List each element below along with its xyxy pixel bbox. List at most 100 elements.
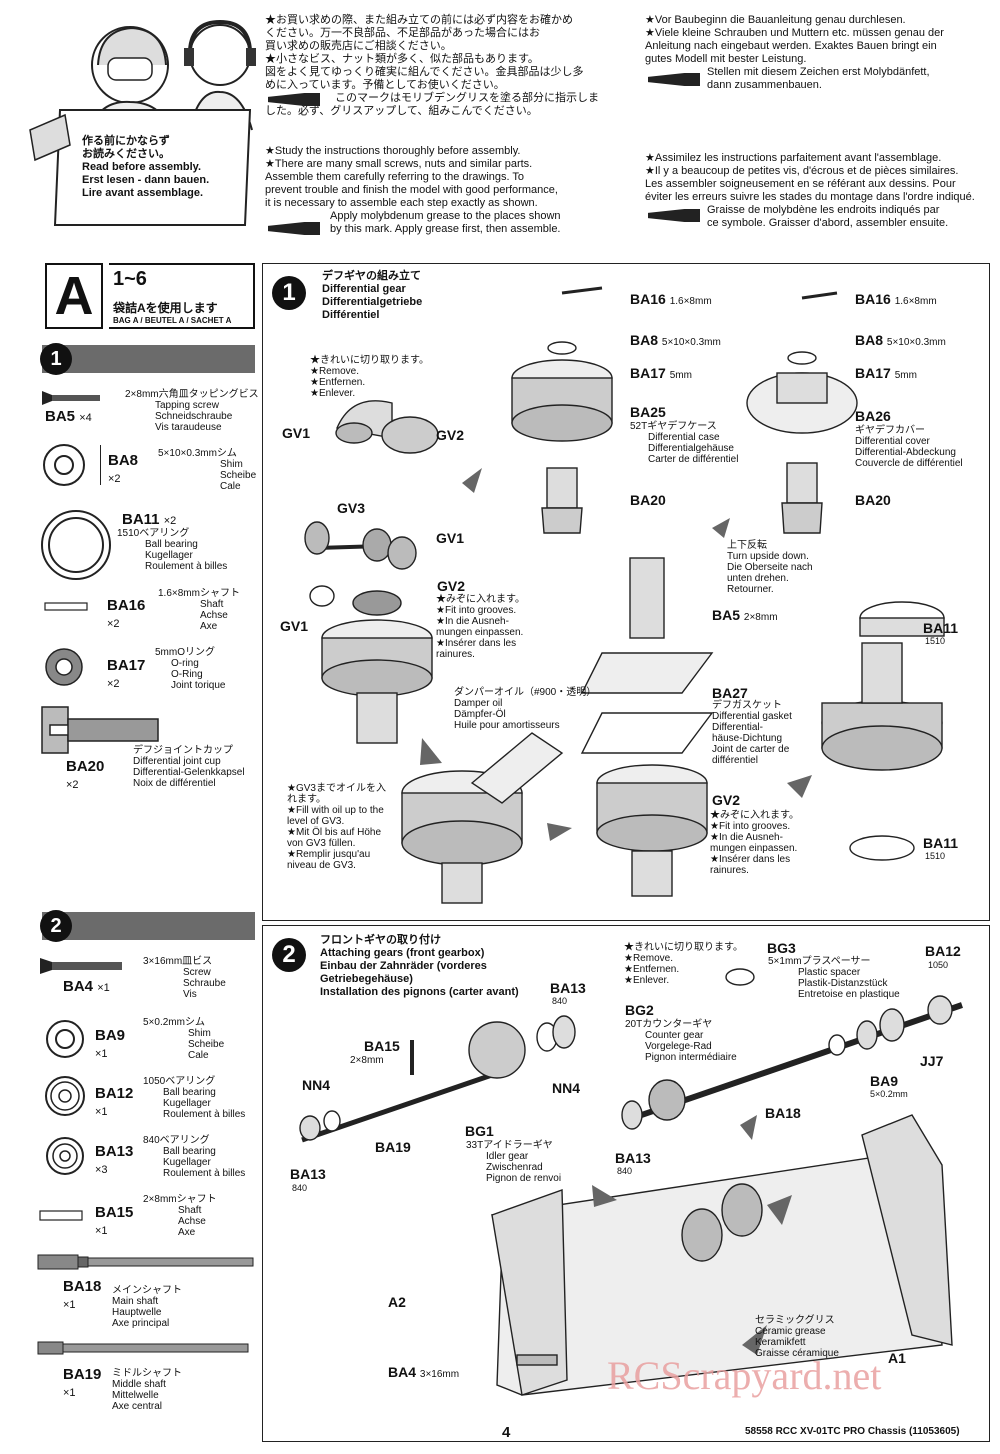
sign-line: Erst lesen - dann bauen.: [82, 174, 210, 186]
note-line: mungen einpassen.: [436, 627, 524, 638]
part-desc-ba9: 5×0.2mmシム Shim Scheibe Cale: [143, 1017, 224, 1061]
label-ba8a: BA8 5×10×0.3mm: [630, 332, 721, 351]
sidebar1-step-num: 1: [40, 343, 72, 375]
note-line: ★きれいに切り取ります。: [310, 355, 429, 366]
desc-line: Zwischenrad: [486, 1162, 543, 1173]
en-notes: ★Study the instructions thoroughly befor…: [265, 145, 615, 236]
note-line: ★In die Ausneh-: [436, 616, 509, 627]
part-desc-line: 5×10×0.3mmシム: [158, 448, 237, 459]
jp-note-line: ★お買い求めの際、また組み立ての前には必ず内容をお確かめ: [265, 14, 573, 26]
step2-title-line: Installation des pignons (carter avant): [320, 986, 519, 998]
part-code: BA13: [95, 1143, 134, 1160]
part-desc-line: Joint torique: [171, 680, 226, 691]
ba13b-size: 840: [292, 1183, 308, 1193]
de-note-line: dann zusammenbauen.: [707, 79, 822, 91]
part-desc-line: Scheibe: [220, 470, 257, 481]
part-desc-line: Scheibe: [188, 1039, 225, 1050]
part-desc-line: Ball bearing: [163, 1087, 216, 1098]
label-ba16b: BA16 1.6×8mm: [855, 291, 937, 310]
step2-title-line: フロントギヤの取り付け: [320, 934, 441, 946]
part-desc-line: Shaft: [178, 1205, 202, 1216]
sign-line: Read before assembly.: [82, 161, 202, 173]
main-shaft-icon: [37, 1254, 254, 1270]
desc-line: 52Tギヤデフケース: [630, 421, 717, 432]
desc-line: Vorgelege-Rad: [645, 1041, 712, 1052]
part-size: 5×10×0.3mm: [886, 337, 946, 348]
grease-mark-icon: [268, 222, 320, 235]
part-qty: ×2: [108, 473, 121, 485]
ba12-size: 1050: [928, 960, 949, 970]
ba11a-size: 1510: [925, 636, 946, 646]
part-desc-line: Ball bearing: [145, 539, 198, 550]
note-line: Ceramic grease: [755, 1326, 826, 1337]
tapping-screw-icon: [42, 391, 100, 405]
part-desc-line: Shim: [220, 459, 243, 470]
label-ba11a: BA11: [923, 620, 959, 636]
part-desc-line: Achse: [200, 610, 228, 621]
part-desc-line: Vis taraudeuse: [155, 422, 222, 433]
label-ba25: BA25: [630, 404, 666, 420]
part-desc-line: 1050ベアリング: [143, 1076, 216, 1087]
sidebar1-header: 1: [40, 343, 255, 375]
label-nn4a: NN4: [302, 1077, 331, 1093]
part-desc-ba17: 5mmOリング O-ring O-Ring Joint torique: [155, 647, 225, 691]
part-desc-line: 5×0.2mmシム: [143, 1017, 205, 1028]
note-line: ★In die Ausneh-: [710, 832, 783, 843]
ba15-size: 2×8mm: [350, 1055, 384, 1066]
shaft-icon: [39, 1210, 83, 1221]
desc-line: Carter de différentiel: [648, 454, 739, 465]
part-ba5: BA5 ×4: [45, 408, 92, 425]
part-ba15: BA15×1: [95, 1204, 133, 1238]
part-code: BA8: [855, 332, 884, 348]
part-code: BA17: [630, 365, 666, 381]
desc-line: Differential-Abdeckung: [855, 447, 956, 458]
part-desc-line: デフジョイントカップ: [133, 745, 233, 756]
note-line: ★Entfernen.: [310, 377, 366, 388]
label-bg2: BG2: [625, 1002, 654, 1018]
bag-label-jp: 袋詰Aを使用します: [113, 301, 218, 315]
note-line: ★Enlever.: [624, 975, 670, 986]
mechanics-illustration: [29, 19, 256, 226]
desc-line: Pignon de renvoi: [486, 1173, 562, 1184]
fr-note-line: Graisse de molybdène les endroits indiqu…: [707, 204, 940, 216]
part-desc-line: 2×8mmシャフト: [143, 1194, 217, 1205]
desc-line: häuse-Dichtung: [712, 733, 783, 744]
part-code: BA4: [63, 978, 94, 995]
jp-note-line: した。必ず、グリスアップして、組みこんでください。: [265, 105, 538, 117]
joint-cup-icon: [41, 706, 159, 754]
middle-shaft-icon: [37, 1341, 249, 1355]
label-ba15: BA15: [364, 1038, 400, 1054]
desc-line: Plastik-Distanzstück: [798, 978, 888, 989]
step2-number: 2: [272, 938, 306, 972]
part-desc-line: Ball bearing: [163, 1146, 216, 1157]
desc-line: Counter gear: [645, 1030, 704, 1041]
screw-icon: [40, 958, 122, 974]
part-code: BA15: [95, 1204, 134, 1221]
part-desc-ba11: 1510ベアリング Ball bearing Kugellager Roulem…: [117, 528, 227, 572]
part-desc-line: Tapping screw: [155, 400, 219, 411]
part-ba8: BA8×2: [108, 452, 138, 486]
part-desc-line: Differential-Gelenkkapsel: [133, 767, 245, 778]
label-gv2-c: GV2: [712, 792, 741, 808]
part-code: BA18: [63, 1278, 102, 1295]
bg2-desc: 20Tカウンターギヤ Counter gear Vorgelege-Rad Pi…: [625, 1019, 737, 1063]
part-code: BA5: [45, 408, 76, 425]
fr-note-line: Les assembler soigneusement en se référa…: [645, 178, 956, 190]
shim-icon: [43, 444, 85, 486]
part-ba16: BA16×2: [107, 597, 145, 631]
part-desc-line: Axe: [178, 1227, 196, 1238]
note-line: Die Oberseite nach: [727, 562, 813, 573]
note-line: ★Insérer dans les: [436, 638, 517, 649]
differential-assembly-diagram: [304, 286, 945, 904]
step1-title-line: Différentiel: [322, 309, 380, 321]
ba9-size: 5×0.2mm: [870, 1089, 908, 1099]
label-ba9: BA9: [870, 1073, 899, 1089]
part-desc-ba13: 840ベアリング Ball bearing Kugellager Rouleme…: [143, 1135, 245, 1179]
jp-note-line: めに入っています。予備としてお使いください。: [265, 79, 505, 91]
jp-notes: ★お買い求めの際、また組み立ての前には必ず内容をお確かめ ください。万一不良部品…: [265, 14, 615, 118]
note-line: rainures.: [710, 865, 749, 876]
step1-oil-note: ダンパーオイル（#900・透明） Damper oil Dämpfer-Öl H…: [454, 687, 596, 731]
bag-letter: A: [45, 263, 103, 329]
ba13c-size: 840: [617, 1166, 633, 1176]
part-qty: ×4: [79, 412, 92, 424]
